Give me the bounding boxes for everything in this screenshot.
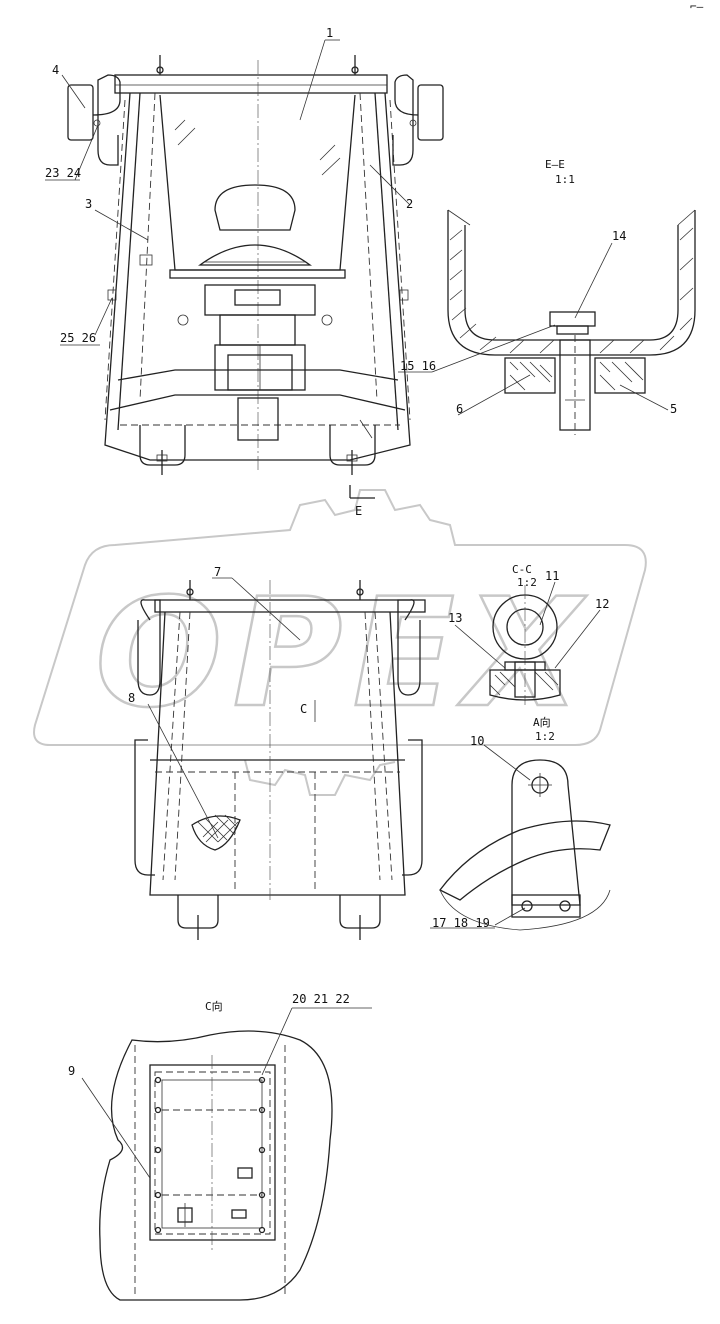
part-1-label: 1 <box>326 26 333 40</box>
part-4-label: 4 <box>52 63 59 77</box>
part-5-label: 5 <box>670 402 677 416</box>
part-13-label: 13 <box>448 611 462 625</box>
part-9-label: 9 <box>68 1064 75 1078</box>
leaders-top <box>45 39 411 346</box>
watermark-gear <box>33 489 647 796</box>
view-a <box>439 759 611 931</box>
part-17-19-label: 17 18 19 <box>432 916 490 930</box>
part-12-label: 12 <box>595 597 609 611</box>
part-23-24-label: 23 24 <box>45 166 81 180</box>
leaders-ee <box>398 242 669 416</box>
view-a-scale: 1:2 <box>535 730 555 743</box>
watermark-text: OPEX <box>95 567 591 741</box>
part-8-label: 8 <box>128 691 135 705</box>
part-15-16-label: 15 16 <box>400 359 436 373</box>
cab-rear-view <box>134 580 426 940</box>
part-2-label: 2 <box>406 197 413 211</box>
section-ee-scale: 1:1 <box>555 173 575 186</box>
view-c-floor <box>99 1030 333 1301</box>
part-11-label: 11 <box>545 569 559 583</box>
section-cc-scale: 1:2 <box>517 576 537 589</box>
part-10-label: 10 <box>470 734 484 748</box>
view-c-title: C向 <box>205 999 223 1013</box>
section-cc-view <box>489 585 561 705</box>
leaders-cc <box>454 581 601 669</box>
part-25-26-label: 25 26 <box>60 331 96 345</box>
part-3-label: 3 <box>85 197 92 211</box>
corner-mark: ⌐— <box>690 0 704 13</box>
view-a-title: A向 <box>533 715 551 729</box>
view-c-marker: C <box>300 702 307 716</box>
part-7-label: 7 <box>214 565 221 579</box>
leaders-rear <box>147 577 301 839</box>
section-ee-view <box>447 209 696 435</box>
part-6-label: 6 <box>456 402 463 416</box>
section-ee-title: E—E <box>545 158 565 171</box>
leaders-a <box>430 744 531 929</box>
part-14-label: 14 <box>612 229 626 243</box>
cab-front-view <box>67 55 444 499</box>
section-cc-title: C-C <box>512 563 532 576</box>
part-20-22-label: 20 21 22 <box>292 992 350 1006</box>
leaders-c <box>81 1007 372 1179</box>
section-e-marker: E <box>355 504 362 518</box>
